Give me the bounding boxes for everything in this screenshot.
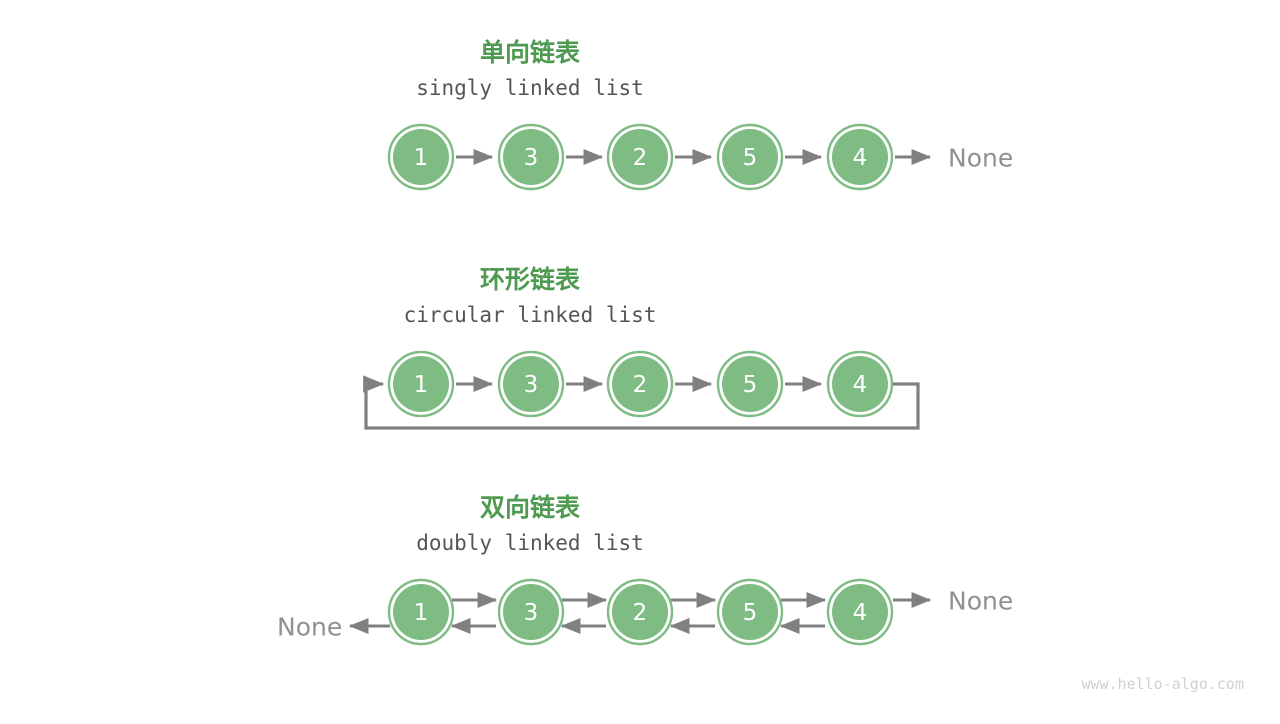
node-value: 1	[414, 145, 429, 171]
singly-node-2: 3	[497, 123, 565, 191]
doubly-node-2: 3	[497, 578, 565, 646]
node-value: 5	[743, 600, 758, 626]
node-value: 3	[524, 145, 539, 171]
node-value: 2	[633, 600, 648, 626]
singly-node-4: 5	[716, 123, 784, 191]
doubly-node-4: 5	[716, 578, 784, 646]
section-singly-linked-list: 单向链表 singly linked list 1 3 2	[387, 38, 1013, 191]
singly-node-3: 2	[606, 123, 674, 191]
node-value: 4	[853, 145, 868, 171]
node-value: 2	[633, 145, 648, 171]
singly-node-1: 1	[387, 123, 455, 191]
singly-tail-none-label: None	[948, 144, 1013, 173]
doubly-node-5: 4	[826, 578, 894, 646]
node-value: 1	[414, 600, 429, 626]
section-title-en-doubly: doubly linked list	[416, 531, 644, 555]
doubly-node-3: 2	[606, 578, 674, 646]
section-title-cn-doubly: 双向链表	[480, 493, 581, 522]
watermark-label: www.hello-algo.com	[1081, 675, 1244, 693]
circular-node-4: 5	[716, 350, 784, 418]
node-value: 4	[853, 372, 868, 398]
circular-node-2: 3	[497, 350, 565, 418]
section-title-cn-circular: 环形链表	[480, 265, 581, 294]
section-circular-linked-list: 环形链表 circular linked list 1 3 2	[363, 265, 920, 430]
circular-loopback-path	[363, 375, 920, 430]
singly-node-5: 4	[826, 123, 894, 191]
node-value: 3	[524, 372, 539, 398]
node-value: 1	[414, 372, 429, 398]
section-title-en-singly: singly linked list	[416, 76, 644, 100]
node-value: 2	[633, 372, 648, 398]
node-value: 5	[743, 145, 758, 171]
circular-node-1: 1	[387, 350, 455, 418]
circular-node-3: 2	[606, 350, 674, 418]
doubly-tail-none-label: None	[948, 587, 1013, 616]
circular-node-5: 4	[826, 350, 894, 418]
node-value: 4	[853, 600, 868, 626]
doubly-head-none-label: None	[277, 613, 342, 642]
node-value: 3	[524, 600, 539, 626]
section-doubly-linked-list: 双向链表 doubly linked list 1 3	[277, 493, 1013, 646]
doubly-node-1: 1	[387, 578, 455, 646]
node-value: 5	[743, 372, 758, 398]
section-title-en-circular: circular linked list	[404, 303, 657, 327]
section-title-cn-singly: 单向链表	[480, 38, 581, 67]
